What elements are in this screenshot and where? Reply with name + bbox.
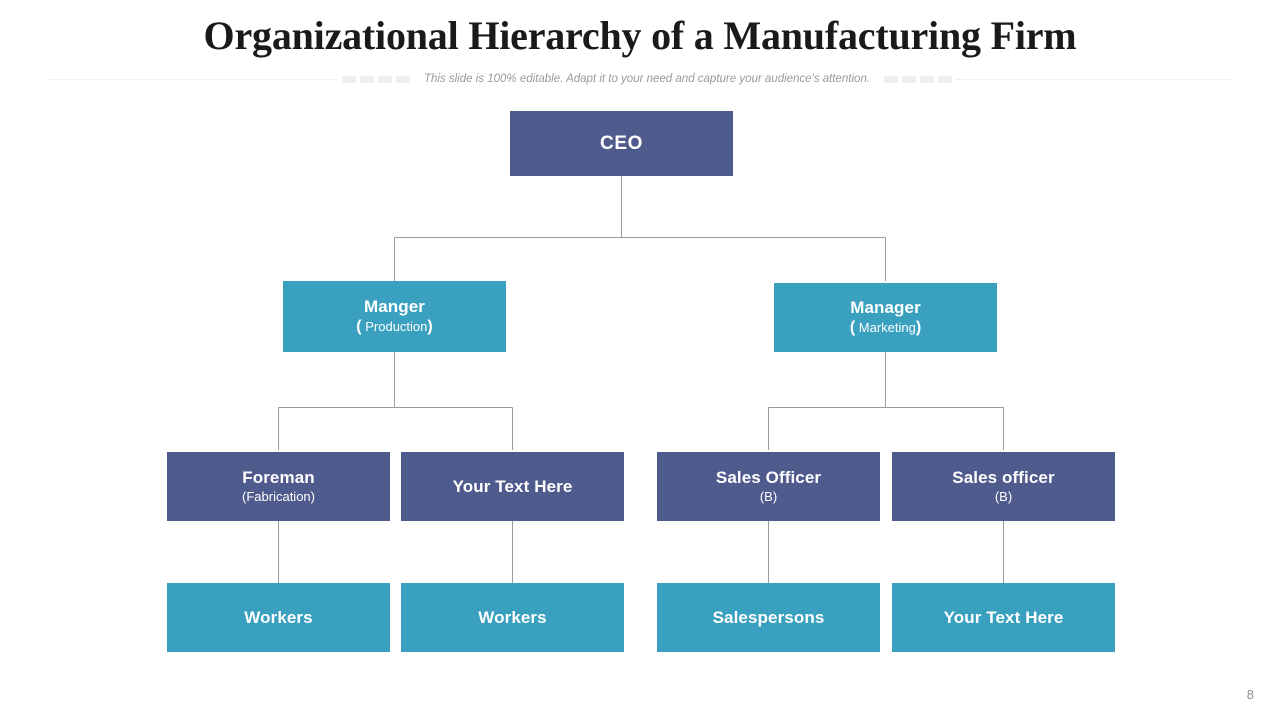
node-foreman[interactable]: Foreman (Fabrication) xyxy=(167,452,390,521)
dash-icon xyxy=(377,75,392,83)
node-foreman-label: Foreman xyxy=(242,468,315,488)
node-salespersons-label: Salespersons xyxy=(712,607,825,627)
node-sales-officer-2-label: Sales officer xyxy=(952,468,1055,488)
dash-icon xyxy=(920,75,935,83)
node-placeholder-1[interactable]: Your Text Here xyxy=(401,452,624,521)
node-sales-officer-1-sublabel: (B) xyxy=(759,488,778,504)
node-placeholder-1-label: Your Text Here xyxy=(452,476,573,496)
node-placeholder-2-label: Your Text Here xyxy=(943,607,1064,627)
dash-icon xyxy=(902,75,917,83)
node-manager-marketing-subtext: Marketing xyxy=(858,320,916,336)
node-sales-officer-1-label: Sales Officer xyxy=(715,468,822,488)
node-workers-2[interactable]: Workers xyxy=(401,583,624,652)
dash-icon xyxy=(938,75,953,83)
dashes-right xyxy=(884,75,953,83)
node-sales-officer-2-sublabel: (B) xyxy=(994,488,1013,504)
node-placeholder-2[interactable]: Your Text Here xyxy=(892,583,1115,652)
node-manager-marketing-sublabel: ( Marketing) xyxy=(849,319,922,337)
dash-icon xyxy=(341,75,356,83)
page-number: 8 xyxy=(1246,687,1254,702)
node-salespersons[interactable]: Salespersons xyxy=(657,583,880,652)
node-sales-officer-1[interactable]: Sales Officer (B) xyxy=(657,452,880,521)
page-title: Organizational Hierarchy of a Manufactur… xyxy=(203,13,1077,58)
dash-icon xyxy=(395,75,410,83)
node-manager-marketing[interactable]: Manager ( Marketing) xyxy=(774,283,997,352)
subtitle-row: This slide is 100% editable. Adapt it to… xyxy=(0,68,1280,90)
node-manager-production-label: Manger xyxy=(363,296,426,316)
node-foreman-sublabel: (Fabrication) xyxy=(242,488,315,504)
dashes-left xyxy=(341,75,410,83)
node-workers-2-label: Workers xyxy=(478,607,547,627)
node-workers-1[interactable]: Workers xyxy=(167,583,390,652)
node-manager-production-subtext: Production xyxy=(365,319,428,335)
node-sales-officer-2[interactable]: Sales officer (B) xyxy=(892,452,1115,521)
page-subtitle: This slide is 100% editable. Adapt it to… xyxy=(423,73,871,85)
node-ceo-label: CEO xyxy=(600,132,643,154)
node-manager-marketing-label: Manager xyxy=(850,297,921,317)
node-ceo[interactable]: CEO xyxy=(510,111,733,176)
dash-icon xyxy=(359,75,374,83)
dash-icon xyxy=(884,75,899,83)
node-manager-production-sublabel: ( Production) xyxy=(356,318,433,336)
node-workers-1-label: Workers xyxy=(244,607,313,627)
node-manager-production[interactable]: Manger ( Production) xyxy=(283,281,506,352)
rule-right xyxy=(956,78,1233,80)
rule-left xyxy=(47,78,338,80)
